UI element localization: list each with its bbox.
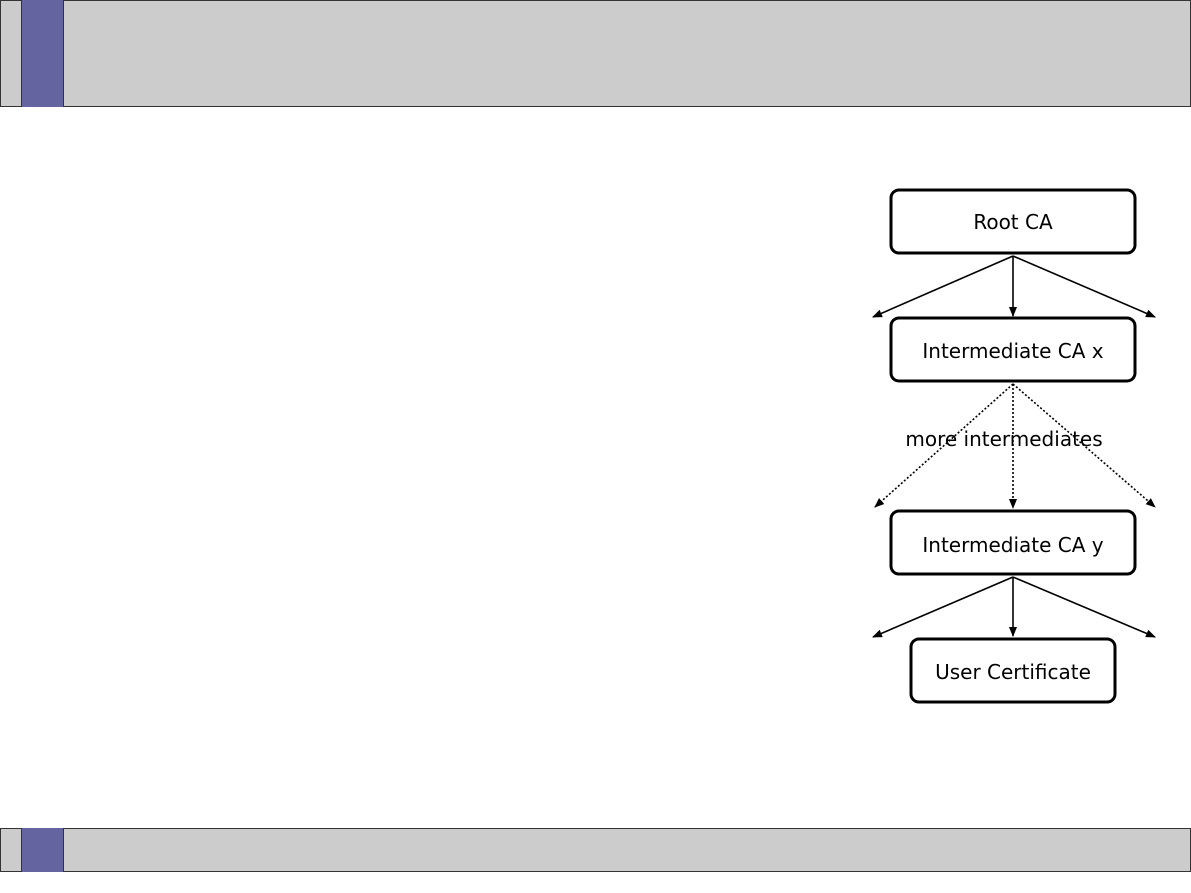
footer-accent-block: [21, 828, 64, 872]
edge-dotted-left: [874, 383, 1014, 508]
header-accent-block: [21, 0, 64, 107]
header-bar: [0, 0, 1191, 107]
node-user-certificate: User Certificate: [909, 637, 1117, 704]
edge-root-to-left: [872, 255, 1014, 318]
node-intermediate-ca-x: Intermediate CA x: [889, 316, 1137, 383]
node-intermediate-ca-x-label: Intermediate CA x: [922, 339, 1103, 363]
node-root-ca: Root CA: [889, 188, 1137, 255]
edge-intermediate-y-to-left: [872, 576, 1014, 638]
node-user-certificate-label: User Certificate: [935, 660, 1091, 684]
footer-bar: [0, 828, 1191, 872]
edge-root-to-right: [1012, 255, 1156, 318]
edge-dotted-right: [1012, 383, 1156, 508]
edge-intermediate-y-to-right: [1012, 576, 1156, 638]
node-intermediate-ca-y-label: Intermediate CA y: [922, 533, 1103, 557]
node-intermediate-ca-y: Intermediate CA y: [889, 509, 1137, 576]
node-root-ca-label: Root CA: [973, 210, 1053, 234]
annotation-more-intermediates: more intermediates: [905, 427, 1102, 451]
